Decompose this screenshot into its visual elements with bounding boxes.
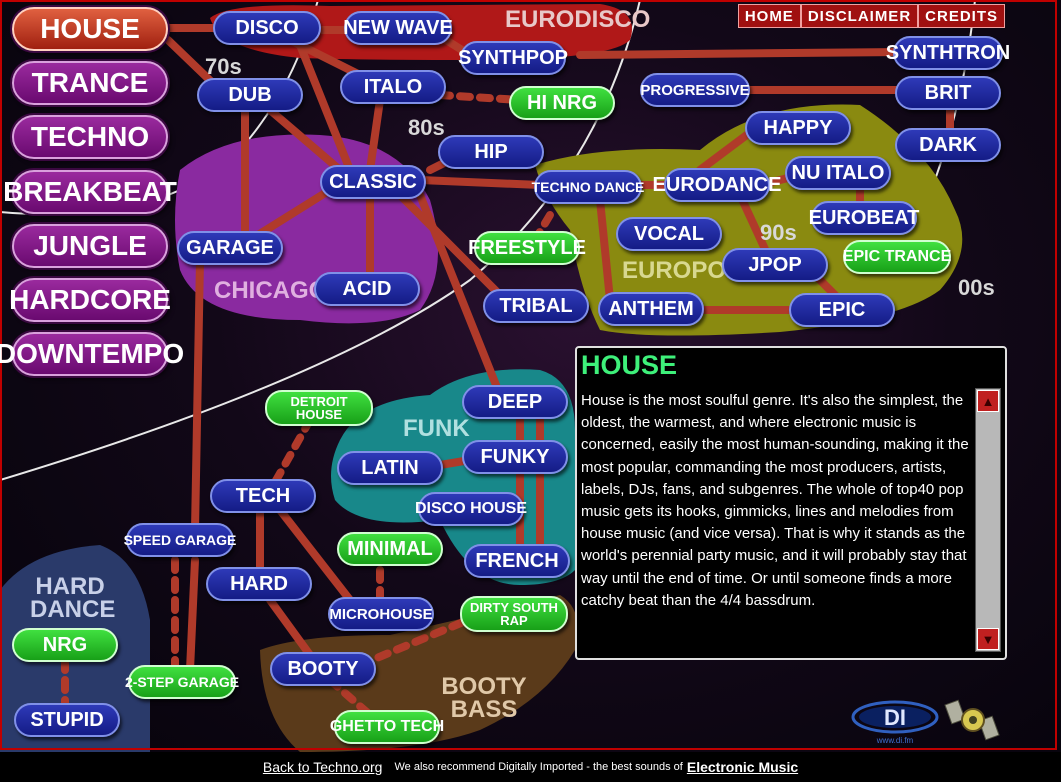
info-title: HOUSE <box>581 350 678 380</box>
node-jpop[interactable]: JPOP <box>722 248 828 282</box>
node-acid[interactable]: ACID <box>314 272 420 306</box>
node-hi-nrg[interactable]: HI NRG <box>509 86 615 120</box>
category-jungle[interactable]: Jungle <box>12 224 168 268</box>
genre-info-panel: HOUSE House is the most soulful genre. I… <box>575 346 1007 660</box>
node-detroit-house[interactable]: DETROIT HOUSE <box>265 390 373 426</box>
node-classic[interactable]: CLASSIC <box>320 165 426 199</box>
node-vocal[interactable]: VOCAL <box>616 217 722 251</box>
category-house[interactable]: House <box>12 7 168 51</box>
connections <box>164 24 954 674</box>
scroll-up-button[interactable]: ▲ <box>977 390 999 412</box>
disclaimer-button[interactable]: DISCLAIMER <box>800 4 919 28</box>
region-booty-bass-label: BOOTY BASS <box>441 673 527 723</box>
category-hardcore[interactable]: Hardcore <box>9 278 171 322</box>
node-brit[interactable]: BRIT <box>895 76 1001 110</box>
di-logo-text: DI <box>884 705 906 730</box>
credits-button[interactable]: CREDITS <box>918 4 1005 28</box>
region-funk-shape <box>331 369 575 585</box>
node-synthtron[interactable]: SYNTHTRON <box>886 36 1010 70</box>
node-speed-garage[interactable]: SPEED GARAGE <box>124 523 236 557</box>
node-italo[interactable]: ITALO <box>340 70 446 104</box>
node-dub[interactable]: DUB <box>197 78 303 112</box>
node-minimal[interactable]: MINIMAL <box>337 532 443 566</box>
category-breakbeat[interactable]: Breakbeat <box>3 170 177 214</box>
info-scrollbar[interactable]: ▲ ▼ <box>975 388 1001 652</box>
electronic-music-link[interactable]: Electronic Music <box>686 759 799 775</box>
era-70s-label: 70s <box>205 54 242 79</box>
era-00s-label: 00s <box>958 275 995 300</box>
node-techno-dance[interactable]: TECHNO DANCE <box>532 170 644 204</box>
node-latin[interactable]: LATIN <box>337 451 443 485</box>
node-garage[interactable]: GARAGE <box>177 231 283 265</box>
arrow-up-icon: ▲ <box>981 393 995 409</box>
region-europop-label: EUROPOP <box>622 257 743 284</box>
satellite-icon[interactable] <box>944 694 1002 746</box>
category-techno[interactable]: Techno <box>12 115 168 159</box>
node-tribal[interactable]: TRIBAL <box>483 289 589 323</box>
node-ghetto-tech[interactable]: GHETTO TECH <box>330 710 444 744</box>
node-synthpop[interactable]: SYNTHPOP <box>458 41 568 75</box>
back-to-techno-link[interactable]: Back to Techno.org <box>262 759 383 775</box>
node-disco[interactable]: DISCO <box>213 11 321 45</box>
region-eurodisco-label: EURODISCO <box>505 6 651 33</box>
node-anthem[interactable]: ANTHEM <box>598 292 704 326</box>
node-progressive[interactable]: PROGRESSIVE <box>640 73 750 107</box>
arrow-down-icon: ▼ <box>981 631 995 647</box>
category-downtempo[interactable]: Downtempo <box>0 332 184 376</box>
scroll-down-button[interactable]: ▼ <box>977 628 999 650</box>
di-logo-url: www.di.fm <box>876 736 914 745</box>
node-french[interactable]: FRENCH <box>464 544 570 578</box>
node-funky[interactable]: FUNKY <box>462 440 568 474</box>
node-disco-house[interactable]: DISCO HOUSE <box>415 492 527 526</box>
info-description: House is the most soulful genre. It's al… <box>581 392 969 609</box>
node-eurobeat[interactable]: EUROBEAT <box>809 201 919 235</box>
era-90s-label: 90s <box>760 220 797 245</box>
node-deep[interactable]: DEEP <box>462 385 568 419</box>
node-hip[interactable]: HIP <box>438 135 544 169</box>
home-button[interactable]: HOME <box>737 4 801 28</box>
node-new-wave[interactable]: NEW WAVE <box>343 11 453 45</box>
footer: Back to Techno.org We also recommend Dig… <box>0 752 1061 782</box>
node-epic-trance[interactable]: EPIC TRANCE <box>843 240 951 274</box>
node-eurodance[interactable]: EURODANCE <box>653 168 781 202</box>
node-stupid[interactable]: STUPID <box>14 703 120 737</box>
node-hard[interactable]: HARD <box>206 567 312 601</box>
node-2-step-garage[interactable]: 2-STEP GARAGE <box>125 665 239 699</box>
node-tech[interactable]: TECH <box>210 479 316 513</box>
node-nrg[interactable]: NRG <box>12 628 118 662</box>
era-80s-label: 80s <box>408 115 445 140</box>
region-funk-label: FUNK <box>403 415 470 442</box>
top-nav: HOME DISCLAIMER CREDITS <box>737 4 1005 28</box>
category-trance[interactable]: Trance <box>12 61 168 105</box>
node-booty[interactable]: BOOTY <box>270 652 376 686</box>
region-hard-dance-label: HARD DANCE <box>30 573 116 623</box>
node-epic[interactable]: EPIC <box>789 293 895 327</box>
node-happy[interactable]: HAPPY <box>745 111 851 145</box>
node-nu-italo[interactable]: NU ITALO <box>785 156 891 190</box>
di-logo-icon[interactable]: DI www.di.fm <box>850 697 940 747</box>
node-microhouse[interactable]: MICROHOUSE <box>328 597 434 631</box>
node-freestyle[interactable]: FREESTYLE <box>468 231 586 265</box>
region-chicago-label: CHICAGO <box>214 277 328 304</box>
node-dark[interactable]: DARK <box>895 128 1001 162</box>
node-dirty-south-rap[interactable]: DIRTY SOUTH RAP <box>460 596 568 632</box>
recommend-text: We also recommend Digitally Imported - t… <box>394 761 683 773</box>
